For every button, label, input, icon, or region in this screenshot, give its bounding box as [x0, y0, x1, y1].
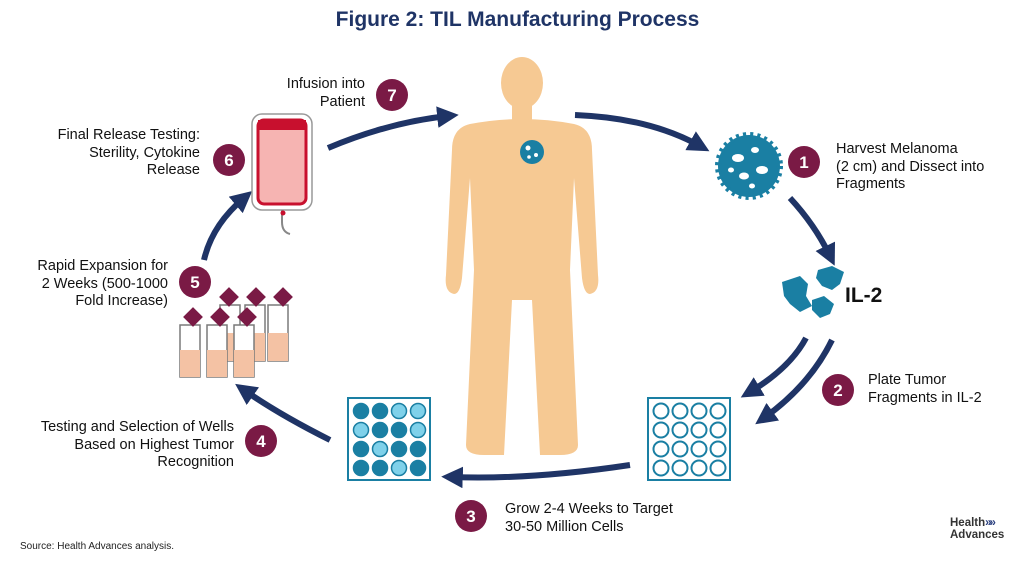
svg-text:1: 1	[799, 153, 808, 172]
step-badge-4: 4	[245, 425, 277, 457]
health-advances-logo: Health»» Advances	[950, 517, 1005, 541]
svg-text:4: 4	[256, 432, 266, 451]
step-badge-6: 6	[213, 144, 245, 176]
step-label-6: Final Release Testing:Sterility, Cytokin…	[57, 127, 200, 178]
melanoma-tumor-icon	[715, 132, 783, 200]
svg-text:2: 2	[833, 381, 842, 400]
step-badge-7: 7	[376, 79, 408, 111]
il2-label: IL-2	[845, 284, 883, 307]
svg-text:3: 3	[466, 507, 475, 526]
svg-text:5: 5	[190, 273, 199, 292]
arrow-il2-to-2b	[755, 338, 835, 425]
arrow-2-to-4	[441, 462, 631, 489]
arrow-5-to-6	[201, 191, 253, 261]
arrow-il2-to-2a	[740, 336, 809, 398]
patient-body	[445, 57, 599, 455]
empty-well-plate	[647, 397, 731, 481]
process-arrows	[201, 106, 836, 489]
figure-title: Figure 2: TIL Manufacturing Process	[335, 8, 700, 31]
arrow-body-to-1	[574, 112, 710, 152]
arrow-7-to-body	[326, 106, 459, 151]
iv-bag-icon	[251, 113, 313, 235]
step-badge-5: 5	[179, 266, 211, 298]
arrow-3-to-5	[235, 383, 332, 443]
source-note: Source: Health Advances analysis.	[20, 541, 174, 552]
svg-text:6: 6	[224, 151, 233, 170]
step-badge-3: 3	[455, 500, 487, 532]
tumor-fragments-icon	[782, 266, 844, 318]
arrow-1-to-il2	[787, 195, 836, 266]
step-badge-2: 2	[822, 374, 854, 406]
chevron-logo-icon: »»	[985, 517, 996, 529]
expansion-flasks-icon	[179, 287, 293, 378]
svg-text:7: 7	[387, 86, 396, 105]
filled-well-plate	[347, 397, 431, 481]
step-badges: 1 2 3 4 5 6 7	[179, 79, 854, 532]
tumor-cell-icon	[520, 140, 544, 164]
step-badge-1: 1	[788, 146, 820, 178]
